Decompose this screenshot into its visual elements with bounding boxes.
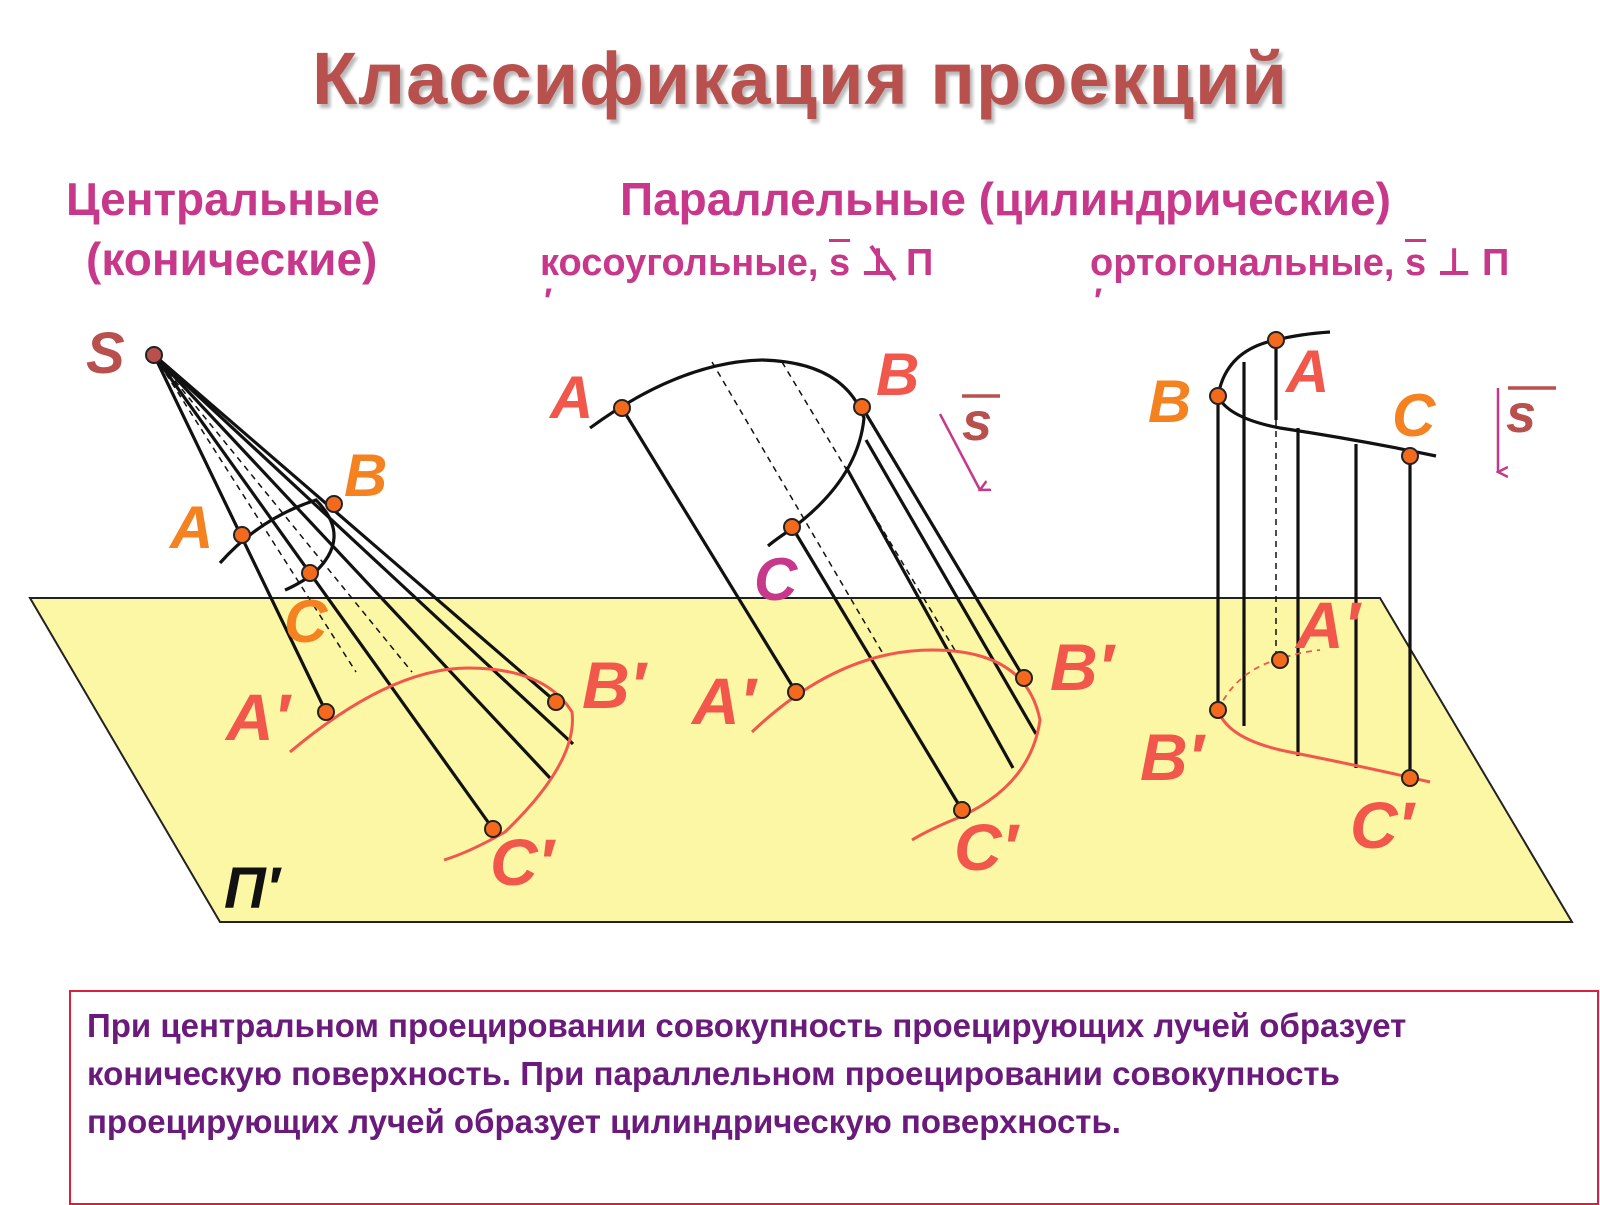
- subheading-oblique: косоугольные, s ⊥ П: [540, 240, 933, 285]
- label-a: A: [1284, 338, 1329, 405]
- oblique-plane: П: [905, 242, 934, 284]
- object-curve-orthogonal-bottom: [1216, 395, 1437, 458]
- point-a: [1267, 331, 1285, 349]
- point-b-prime: [1015, 669, 1033, 687]
- projection-plane: [28, 597, 1574, 923]
- point-b: [325, 495, 343, 513]
- point-a: [613, 399, 631, 417]
- ray-oblique-a: [620, 407, 798, 693]
- point-b: [1209, 387, 1227, 405]
- label-b-prime: B′: [1050, 630, 1117, 704]
- central-labels: A B C A′ B′ C′: [168, 442, 649, 899]
- label-b-prime: B′: [1140, 720, 1207, 794]
- point-c-prime: [484, 820, 502, 838]
- oblique-label: косоугольные,: [540, 242, 819, 284]
- oblique-relation: ⊥: [860, 242, 896, 284]
- label-b: B: [876, 341, 919, 408]
- page-title: Классификация проекций: [311, 37, 1289, 120]
- label-a: A: [548, 364, 593, 431]
- ray-oblique-c: [790, 526, 964, 811]
- heading-parallel: Параллельные (цилиндрические): [620, 173, 1391, 225]
- label-c-prime: C′: [490, 825, 557, 899]
- ray-s-c: [152, 354, 495, 830]
- label-a: A: [168, 494, 213, 561]
- orthogonal-relation: ⊥: [1436, 242, 1472, 284]
- label-plane: П′: [224, 856, 282, 921]
- oblique-points: [613, 398, 1033, 819]
- strike-mark: [869, 244, 897, 282]
- ray-oblique-e: [864, 439, 1038, 735]
- orthogonal-label: ортогональные,: [1090, 242, 1395, 284]
- ray-hidden-1: [153, 354, 357, 673]
- point-s: [145, 346, 163, 364]
- point-a: [233, 526, 251, 544]
- label-a-prime: A′: [224, 680, 293, 754]
- ray-oblique-b: [860, 406, 1026, 679]
- point-b-prime: [547, 693, 565, 711]
- ray-s-e: [152, 353, 575, 746]
- ray-oblique-hidden-2: [781, 361, 957, 653]
- label-c: C: [754, 546, 799, 613]
- label-c-prime: C′: [1350, 788, 1417, 862]
- heading-central-conic: (конические): [86, 233, 378, 285]
- point-b: [853, 398, 871, 416]
- orthogonal-points: [1209, 331, 1419, 787]
- label-b: B: [344, 442, 387, 509]
- label-c: C: [1392, 382, 1437, 449]
- point-c: [301, 564, 319, 582]
- label-vector-s: s: [962, 392, 992, 452]
- ray-hidden-2: [153, 354, 413, 673]
- object-curve-oblique: [589, 358, 866, 548]
- heading-central: Центральные: [66, 173, 380, 225]
- oblique-labels: A B C A′ B′ C′ s: [548, 341, 1117, 884]
- label-c: C: [284, 588, 329, 655]
- ray-oblique-d: [844, 466, 1015, 769]
- label-a-prime: A′: [690, 664, 759, 738]
- orthogonal-labels: A B C A′ B′ C′ s: [1140, 338, 1556, 862]
- projection-curve-oblique: [750, 648, 1042, 842]
- oblique-not-perpendicular: ⊥: [860, 240, 897, 285]
- orthogonal-plane: П: [1482, 242, 1510, 284]
- label-b: B: [1148, 368, 1191, 435]
- label-a-prime: A′: [1294, 588, 1363, 662]
- label-c-prime: C′: [954, 810, 1021, 884]
- point-c-prime: [1401, 769, 1419, 787]
- label-s: S: [86, 321, 125, 386]
- point-a-prime: [1271, 651, 1289, 669]
- ray-s-b: [152, 353, 558, 704]
- subheading-orthogonal: ортогональные, s ⊥ П: [1090, 240, 1509, 285]
- point-a-prime: [787, 683, 805, 701]
- oblique-vector: s: [828, 242, 851, 284]
- label-b-prime: B′: [582, 648, 649, 722]
- oblique-prime: ′: [544, 282, 553, 320]
- point-b-prime: [1209, 701, 1227, 719]
- oblique-projection: [589, 358, 1042, 842]
- ray-s-d: [152, 353, 552, 780]
- conclusion-note: При центральном проецировании совокупнос…: [69, 990, 1599, 1205]
- point-a-prime: [317, 703, 335, 721]
- projection-curve-orthogonal: [1216, 709, 1431, 784]
- vector-s-oblique: [938, 413, 980, 490]
- ray-oblique-hidden-1: [711, 361, 883, 653]
- point-c: [1401, 447, 1419, 465]
- orthogonal-vector: s: [1405, 242, 1427, 284]
- label-vector-s: s: [1506, 384, 1536, 444]
- point-c-prime: [953, 801, 971, 819]
- point-c: [783, 518, 801, 536]
- orthogonal-prime: ′: [1094, 282, 1103, 320]
- object-curve-central: [218, 498, 336, 592]
- central-points: [145, 346, 565, 838]
